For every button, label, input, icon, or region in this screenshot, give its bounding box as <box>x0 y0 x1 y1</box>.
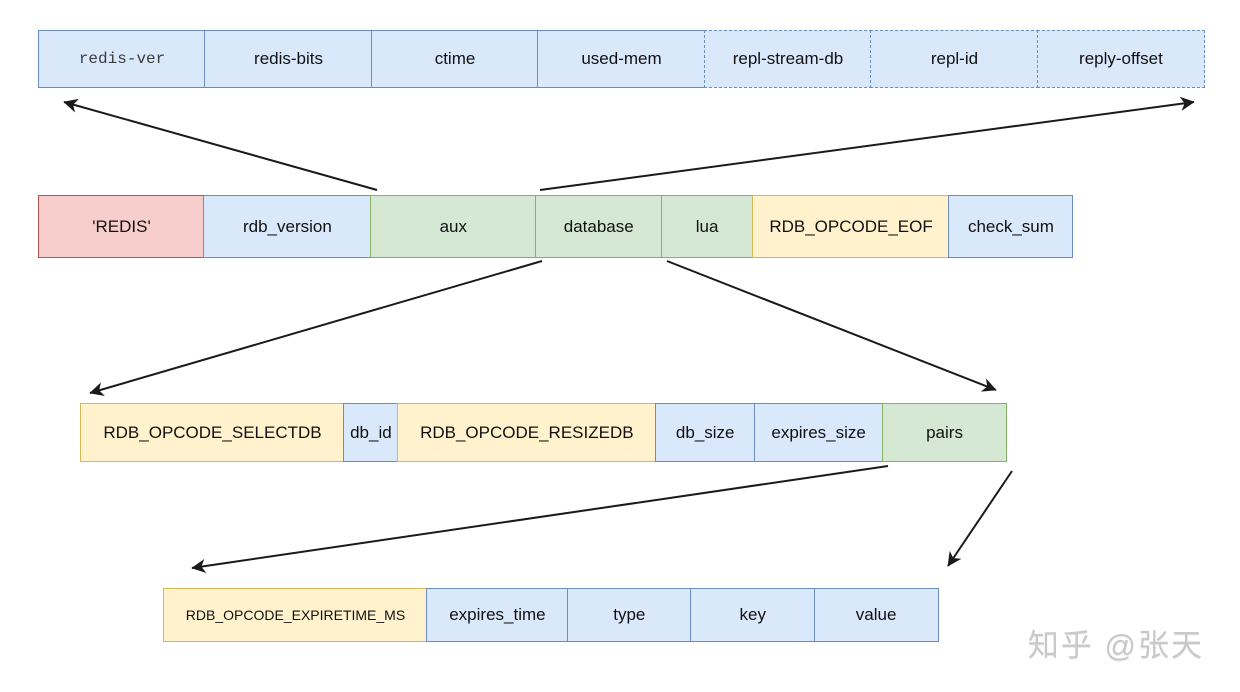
arrow-database-to-selectdb <box>89 260 543 397</box>
box-expires-size: expires_size <box>753 403 884 462</box>
arrow-pairs-to-expiretime <box>191 465 889 574</box>
box-database: database <box>535 195 663 258</box>
row-file-layout: 'REDIS' rdb_version aux database lua RDB… <box>38 195 1074 258</box>
arrow-aux-to-fields-right <box>539 96 1195 191</box>
row-database-layout: RDB_OPCODE_SELECTDB db_id RDB_OPCODE_RES… <box>80 403 1008 462</box>
box-rdb-opcode-selectdb: RDB_OPCODE_SELECTDB <box>80 403 345 462</box>
arrow-database-to-pairs <box>666 260 997 392</box>
box-lua: lua <box>660 195 754 258</box>
box-key: key <box>690 588 816 642</box>
box-rdb-opcode-resizedb: RDB_OPCODE_RESIZEDB <box>396 403 657 462</box>
box-redis-ver: redis-ver <box>38 30 207 88</box>
box-redis-bits: redis-bits <box>204 30 373 88</box>
box-repl-id: repl-id <box>870 30 1039 88</box>
box-rdb-opcode-expiretime-ms: RDB_OPCODE_EXPIRETIME_MS <box>163 588 428 642</box>
box-rdb-version: rdb_version <box>203 195 372 258</box>
box-rdb-opcode-eof: RDB_OPCODE_EOF <box>752 195 951 258</box>
box-db-size: db_size <box>655 403 756 462</box>
box-check-sum: check_sum <box>948 195 1074 258</box>
box-used-mem: used-mem <box>537 30 706 88</box>
box-reply-offset: reply-offset <box>1036 30 1205 88</box>
arrow-aux-to-fields-left <box>63 98 378 191</box>
zhihu-watermark: 知乎 @张天 <box>1027 628 1204 663</box>
box-db-id: db_id <box>343 403 399 462</box>
box-pairs: pairs <box>882 403 1008 462</box>
box-expires-time: expires_time <box>426 588 569 642</box>
arrow-pairs-to-value <box>947 470 1013 567</box>
box-aux: aux <box>369 195 537 258</box>
box-repl-stream-db: repl-stream-db <box>703 30 873 88</box>
box-type: type <box>566 588 692 642</box>
row-aux-fields: redis-ver redis-bits ctime used-mem repl… <box>38 30 1205 88</box>
box-value: value <box>813 588 939 642</box>
box-redis-magic: 'REDIS' <box>38 195 205 258</box>
box-ctime: ctime <box>370 30 540 88</box>
row-pairs-layout: RDB_OPCODE_EXPIRETIME_MS expires_time ty… <box>163 588 939 642</box>
